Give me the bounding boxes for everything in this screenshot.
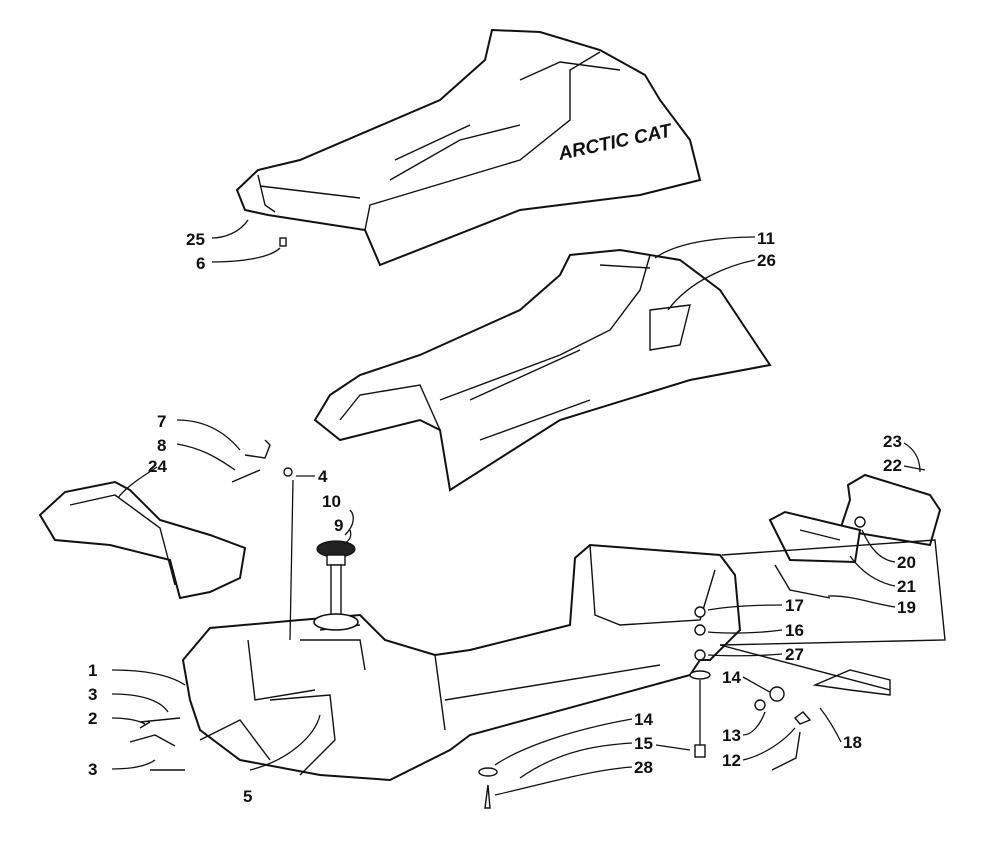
callout-19: 19 bbox=[897, 598, 916, 617]
gas-cap bbox=[313, 540, 359, 631]
callout-12: 12 bbox=[722, 751, 741, 770]
callout-2: 2 bbox=[88, 709, 97, 728]
callout-9: 9 bbox=[334, 516, 343, 535]
callout-20: 20 bbox=[897, 553, 916, 572]
callout-5: 5 bbox=[243, 787, 252, 806]
seat-cover: ARCTIC CAT bbox=[235, 28, 702, 267]
callout-25: 25 bbox=[186, 230, 205, 249]
callout-28: 28 bbox=[634, 758, 653, 777]
seat-foam bbox=[313, 248, 772, 492]
callout-4: 4 bbox=[318, 467, 328, 486]
leader-lines bbox=[111, 219, 926, 796]
backrest-pad bbox=[38, 480, 247, 600]
callout-15: 15 bbox=[634, 734, 653, 753]
callout-3-bottom: 3 bbox=[88, 760, 97, 779]
taillight bbox=[719, 473, 946, 691]
callout-18: 18 bbox=[843, 733, 862, 752]
callout-13: 13 bbox=[722, 726, 741, 745]
callout-3-top: 3 bbox=[88, 685, 97, 704]
callout-10: 10 bbox=[322, 492, 341, 511]
callout-1: 1 bbox=[88, 661, 97, 680]
callout-21: 21 bbox=[897, 577, 916, 596]
callout-23: 23 bbox=[883, 432, 902, 451]
callout-14-left: 14 bbox=[634, 710, 653, 729]
callout-11: 11 bbox=[757, 229, 775, 248]
callout-24: 24 bbox=[148, 457, 167, 476]
callout-22: 22 bbox=[883, 456, 902, 475]
callout-labels: 25 6 11 26 7 8 4 10 9 24 23 22 20 21 19 … bbox=[88, 229, 916, 806]
callout-8: 8 bbox=[157, 436, 166, 455]
callout-7: 7 bbox=[157, 412, 166, 431]
callout-27: 27 bbox=[785, 645, 804, 664]
callout-26: 26 bbox=[757, 251, 776, 270]
callout-17: 17 bbox=[785, 596, 804, 615]
callout-14-right: 14 bbox=[722, 668, 741, 687]
callout-16: 16 bbox=[785, 621, 804, 640]
callout-6: 6 bbox=[196, 254, 205, 273]
hardware bbox=[129, 237, 891, 809]
